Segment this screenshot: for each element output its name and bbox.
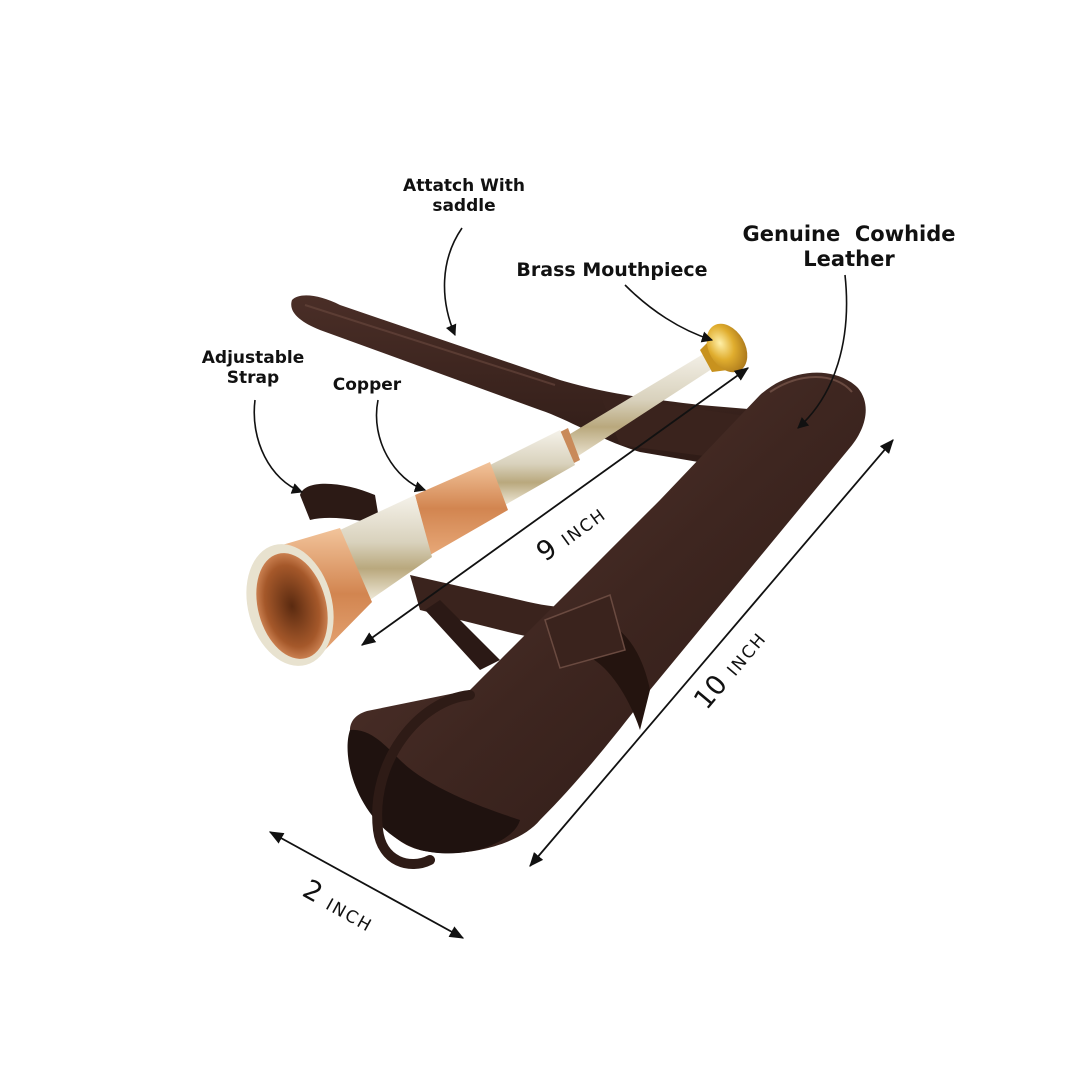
arrow-brass-mouthpiece: [624, 284, 714, 343]
leather-case: [347, 372, 866, 869]
arrow-attach-saddle: [443, 227, 463, 337]
label-brass-mouthpiece: Brass Mouthpiece: [516, 259, 708, 281]
arrow-copper: [375, 399, 427, 493]
label-genuine-leather-line2: Leather: [803, 247, 895, 272]
label-attach-saddle-line2: saddle: [432, 196, 496, 217]
label-genuine-leather-line1: Genuine Cowhide: [742, 222, 956, 246]
arrow-genuine-leather: [797, 274, 848, 429]
arrow-adjustable-strap: [253, 399, 304, 494]
dim-line-case: [529, 439, 894, 867]
label-adjustable-strap: Adjustable Strap: [190, 348, 316, 389]
dimension-lines: [268, 367, 894, 939]
label-copper: Copper: [332, 375, 402, 395]
label-attach-saddle-line1: Attatch With: [403, 176, 525, 196]
label-attach-saddle: Attatch With saddle: [388, 176, 540, 217]
dim-line-width: [268, 831, 465, 939]
label-genuine-leather: Genuine Cowhide Leather: [728, 222, 970, 272]
label-adjustable-strap-line1: Adjustable: [201, 348, 305, 368]
label-adjustable-strap-line2: Strap: [226, 368, 280, 389]
